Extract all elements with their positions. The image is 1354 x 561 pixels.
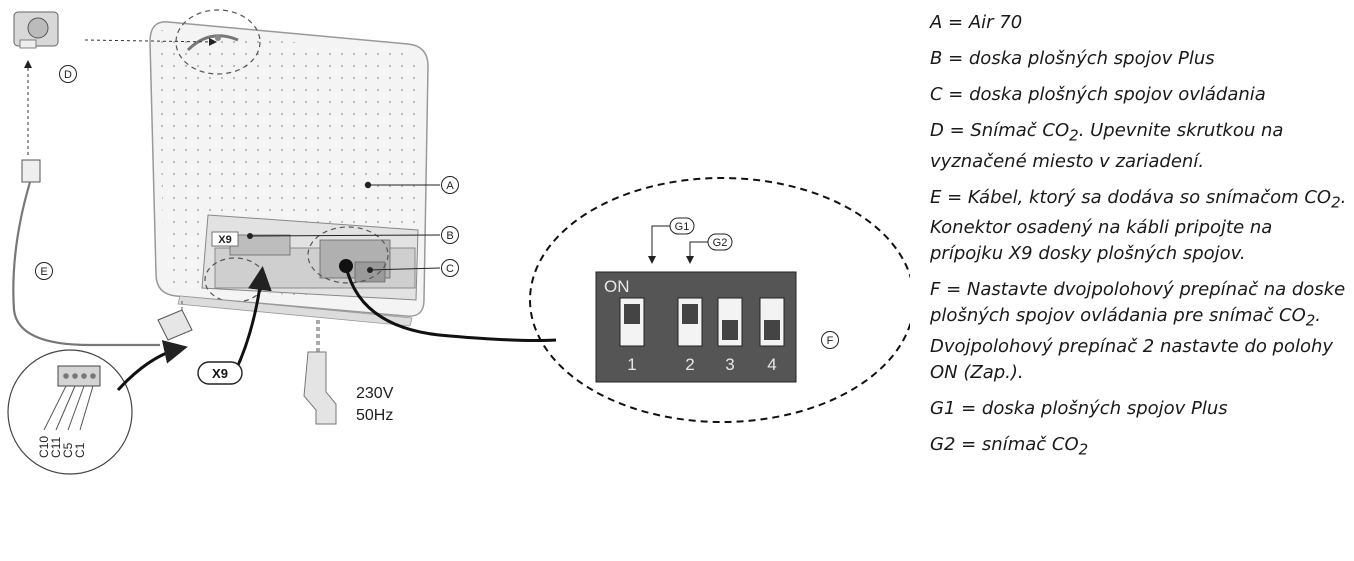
pin-label-c1: C1 bbox=[73, 442, 87, 458]
legend-item: D = Snímač CO2. Upevnite skrutkou na vyz… bbox=[930, 120, 1284, 172]
svg-text:G1: G1 bbox=[675, 221, 690, 233]
svg-text:X9: X9 bbox=[212, 366, 228, 381]
x9-tag: X9 bbox=[197, 361, 243, 385]
svg-text:F: F bbox=[827, 335, 834, 347]
legend: A = Air 70 B = doska plošných spojov Plus… bbox=[930, 10, 1350, 472]
legend-item: G2 = snímač CO2 bbox=[930, 433, 1089, 459]
svg-text:C: C bbox=[446, 263, 454, 275]
callout-e: E bbox=[35, 262, 53, 280]
callout-d: D bbox=[59, 65, 77, 83]
legend-item: B = doska plošných spojov Plus bbox=[930, 48, 1215, 69]
dip-switch: ON 1 2 3 4 bbox=[595, 271, 797, 383]
callout-c: C bbox=[441, 259, 459, 277]
dip-switch-4-number: 4 bbox=[767, 355, 776, 374]
callout-f: F bbox=[821, 331, 839, 349]
dip-on-label: ON bbox=[604, 277, 630, 296]
legend-item: E = Kábel, ktorý sa dodáva so snímačom C… bbox=[930, 186, 1347, 265]
svg-text:D: D bbox=[64, 69, 72, 81]
legend-item: C = doska plošných spojov ovládania bbox=[930, 84, 1266, 105]
dip-switch-2-number: 2 bbox=[685, 355, 694, 374]
co2-sensor bbox=[13, 11, 59, 49]
legend-item: G1 = doska plošných spojov Plus bbox=[930, 397, 1228, 419]
svg-text:B: B bbox=[446, 230, 453, 242]
dip-switch-1-number: 1 bbox=[627, 355, 636, 374]
callout-g1: G1 bbox=[669, 217, 695, 235]
power-voltage: 230V bbox=[356, 385, 394, 402]
dip-switch-zoom bbox=[529, 177, 910, 423]
legend-item: F = Nastavte dvojpolohový prepínač na do… bbox=[930, 279, 1346, 383]
pin-label-c5: C5 bbox=[61, 442, 75, 458]
callout-a: A bbox=[441, 176, 459, 194]
connector-detail: C10 C11 C5 C1 bbox=[7, 349, 133, 475]
installation-diagram: X9 A B C D bbox=[7, 9, 910, 475]
dip-switch-3-number: 3 bbox=[725, 355, 734, 374]
pin-label-c10: C10 bbox=[37, 436, 51, 458]
power-plug bbox=[303, 320, 337, 425]
power-frequency: 50Hz bbox=[356, 407, 393, 424]
air70-unit: X9 bbox=[149, 9, 429, 327]
sensor-cable bbox=[12, 60, 193, 347]
svg-text:A: A bbox=[446, 180, 454, 192]
callout-g2: G2 bbox=[707, 233, 733, 251]
legend-item: A = Air 70 bbox=[930, 12, 1023, 33]
pin-label-c11: C11 bbox=[49, 437, 63, 458]
callout-b: B bbox=[441, 226, 459, 244]
svg-text:G2: G2 bbox=[713, 237, 728, 249]
svg-text:E: E bbox=[40, 266, 47, 278]
x9-board-label: X9 bbox=[218, 234, 231, 246]
